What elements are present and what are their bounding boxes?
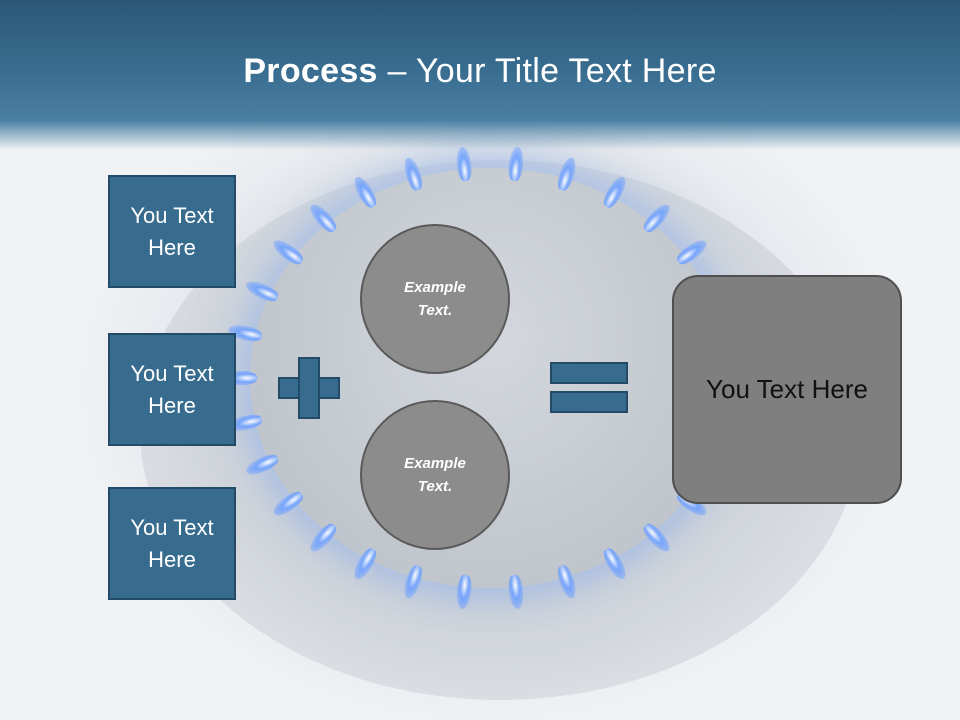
example-circle-1[interactable]: Example Text.	[360, 224, 510, 374]
title-bold: Process	[243, 52, 378, 90]
result-box[interactable]: You Text Here	[672, 275, 902, 504]
plus-icon	[278, 357, 340, 419]
title-rest: – Your Title Text Here	[377, 52, 717, 90]
title-bar	[0, 0, 960, 150]
example-circle-2[interactable]: Example Text.	[360, 400, 510, 550]
input-box-1[interactable]: You Text Here	[108, 175, 236, 288]
slide-title: Process – Your Title Text Here	[0, 52, 960, 91]
input-box-label: You Text Here	[130, 202, 214, 260]
equals-bar-top	[550, 362, 628, 384]
input-box-3[interactable]: You Text Here	[108, 487, 236, 600]
input-box-2[interactable]: You Text Here	[108, 333, 236, 446]
input-box-label: You Text Here	[130, 514, 214, 572]
equals-bar-bottom	[550, 391, 628, 413]
circle-label: Example Text.	[404, 455, 466, 495]
result-label: You Text Here	[706, 374, 868, 404]
circle-label: Example Text.	[404, 279, 466, 319]
input-box-label: You Text Here	[130, 360, 214, 418]
